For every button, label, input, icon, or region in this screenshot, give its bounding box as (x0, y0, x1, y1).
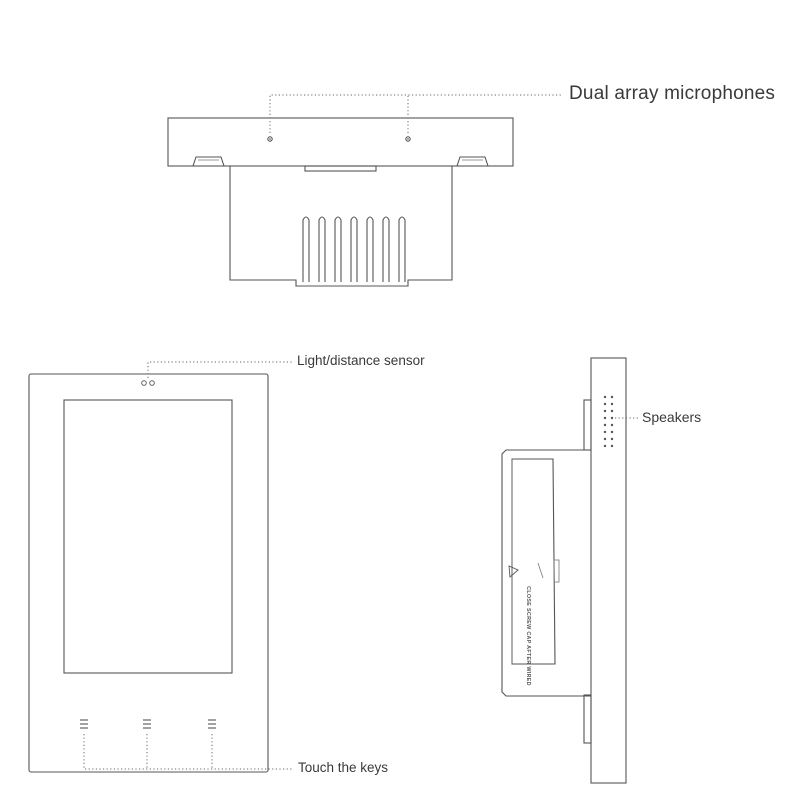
side-clip-top (583, 399, 592, 451)
back-box (229, 166, 453, 287)
sensor-leader-line (147, 361, 292, 378)
microphone-right (405, 136, 411, 142)
top-front-plate (167, 117, 514, 167)
touch-keys-callout: Touch the keys (298, 760, 389, 775)
speakers-callout: Speakers (642, 409, 702, 425)
screen (63, 399, 233, 674)
speaker-grille-icon (603, 395, 614, 448)
left-clip (192, 156, 225, 167)
front-view (28, 361, 292, 773)
microphones-callout: Dual array microphones (569, 83, 776, 104)
touch-key-icon (143, 719, 151, 729)
back-cover-caption: CLOSE SCREW CAP AFTER WIRED (525, 586, 531, 686)
side-front-plate (590, 357, 627, 784)
screw-cap-cover (511, 458, 556, 665)
microphone-left (267, 136, 273, 142)
side-clip-bottom (583, 694, 592, 744)
touch-key-icon (80, 719, 88, 729)
mic-leader-line (269, 94, 563, 133)
center-tab (304, 165, 377, 172)
keys-leader-line (83, 734, 292, 770)
warning-icon (508, 565, 519, 578)
side-back-box (501, 449, 591, 697)
top-view (167, 94, 563, 287)
sensor-callout: Light/distance sensor (297, 353, 425, 368)
right-clip (456, 156, 489, 167)
touch-key-icon (208, 719, 216, 729)
sensor-icon (141, 380, 147, 386)
side-view: CLOSE SCREW CAP AFTER WIRED (501, 357, 638, 784)
vent-fins (302, 216, 406, 282)
